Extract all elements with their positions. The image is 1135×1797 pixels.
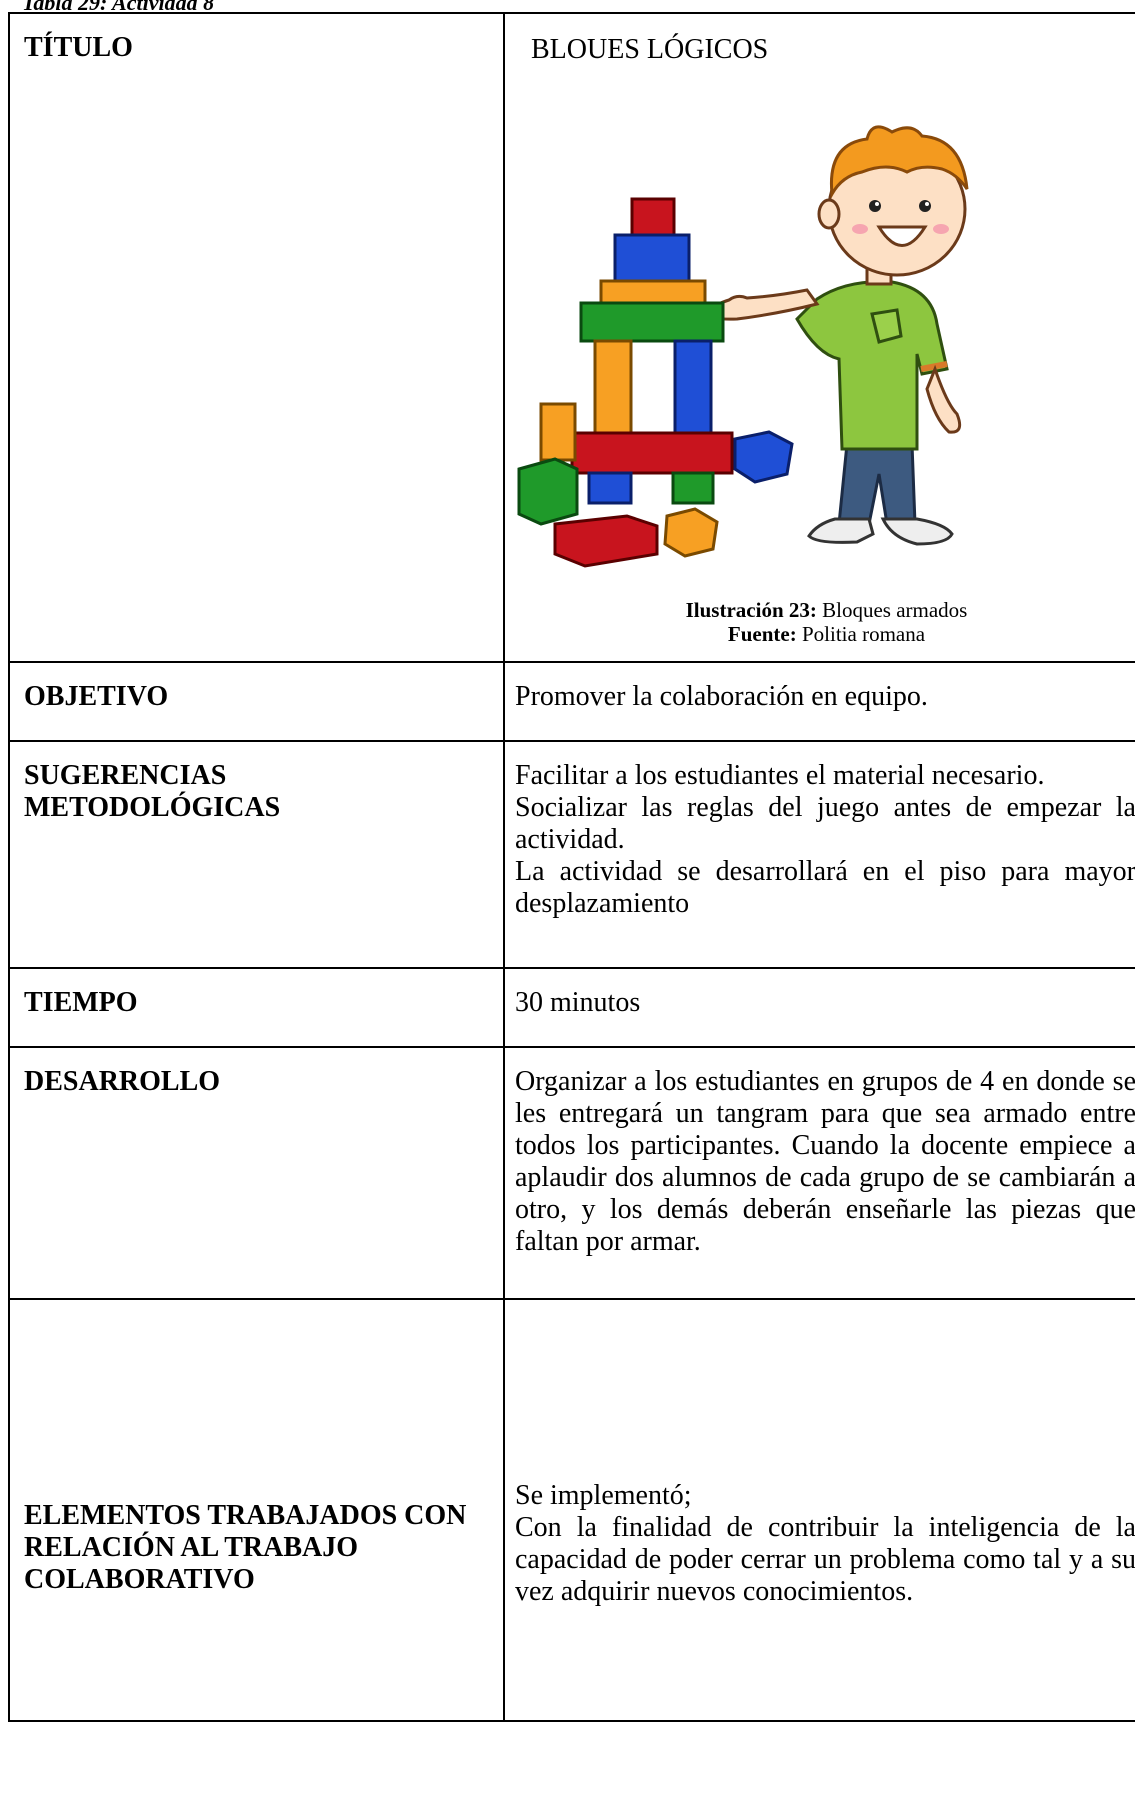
activity-table: TÍTULO BLOUES LÓGICOS [8,12,1135,1722]
label-elementos: ELEMENTOS TRABAJADOS CON RELACIÓN AL TRA… [24,1500,467,1595]
figure-source-text: Politia romana [796,622,926,646]
value-desarrollo: Organizar a los estudiantes en grupos de… [515,1066,1135,1257]
cell-label-titulo: TÍTULO [8,12,505,663]
activity-title: BLOUES LÓGICOS [531,34,769,65]
cell-value-desarrollo: Organizar a los estudiantes en grupos de… [503,1046,1135,1300]
cell-value-objetivo: Promover la colaboración en equipo. [503,661,1135,742]
value-elementos: Se implementó; Con la finalidad de contr… [515,1480,1135,1607]
cell-value-sugerencias: Facilitar a los estudiantes el material … [503,740,1135,969]
label-objetivo: OBJETIVO [24,681,169,712]
table-row-sugerencias: SUGERENCIAS METODOLÓGICAS Facilitar a lo… [8,740,1135,969]
cell-value-elementos: Se implementó; Con la finalidad de contr… [503,1298,1135,1722]
table-caption: Tabla 29: Actividad 8 [22,0,215,15]
value-sugerencias: Facilitar a los estudiantes el material … [515,760,1135,919]
figure-caption-text: Bloques armados [816,598,968,622]
figure-source-label: Fuente: [727,622,797,646]
label-titulo: TÍTULO [24,32,133,63]
label-desarrollo: DESARROLLO [24,1066,221,1097]
boy-figure [702,125,969,546]
cell-value-tiempo: 30 minutos [503,967,1135,1048]
loose-blocks [517,402,794,568]
table-row-desarrollo: DESARROLLO Organizar a los estudiantes e… [8,1046,1135,1300]
cell-label-desarrollo: DESARROLLO [8,1046,505,1300]
cell-label-elementos: ELEMENTOS TRABAJADOS CON RELACIÓN AL TRA… [8,1298,505,1722]
table-row-objetivo: OBJETIVO Promover la colaboración en equ… [8,661,1135,742]
cell-label-objetivo: OBJETIVO [8,661,505,742]
figure-caption-label: Ilustración 23: [685,598,817,622]
table-row-titulo: TÍTULO BLOUES LÓGICOS [8,12,1135,663]
cell-label-tiempo: TIEMPO [8,967,505,1048]
block-tower [570,197,734,505]
blocks-boy-illustration [517,125,969,568]
value-objetivo: Promover la colaboración en equipo. [515,681,928,712]
cell-value-titulo: BLOUES LÓGICOS [503,12,1135,663]
cell-label-sugerencias: SUGERENCIAS METODOLÓGICAS [8,740,505,969]
title-cell-content: BLOUES LÓGICOS [505,14,1135,646]
value-tiempo: 30 minutos [515,987,641,1018]
table-row-elementos: ELEMENTOS TRABAJADOS CON RELACIÓN AL TRA… [8,1298,1135,1722]
figure-caption: Ilustración 23: Bloques armados Fuente: … [505,598,1135,646]
label-tiempo: TIEMPO [24,987,138,1018]
table-row-tiempo: TIEMPO 30 minutos [8,967,1135,1048]
label-sugerencias: SUGERENCIAS METODOLÓGICAS [24,760,281,823]
